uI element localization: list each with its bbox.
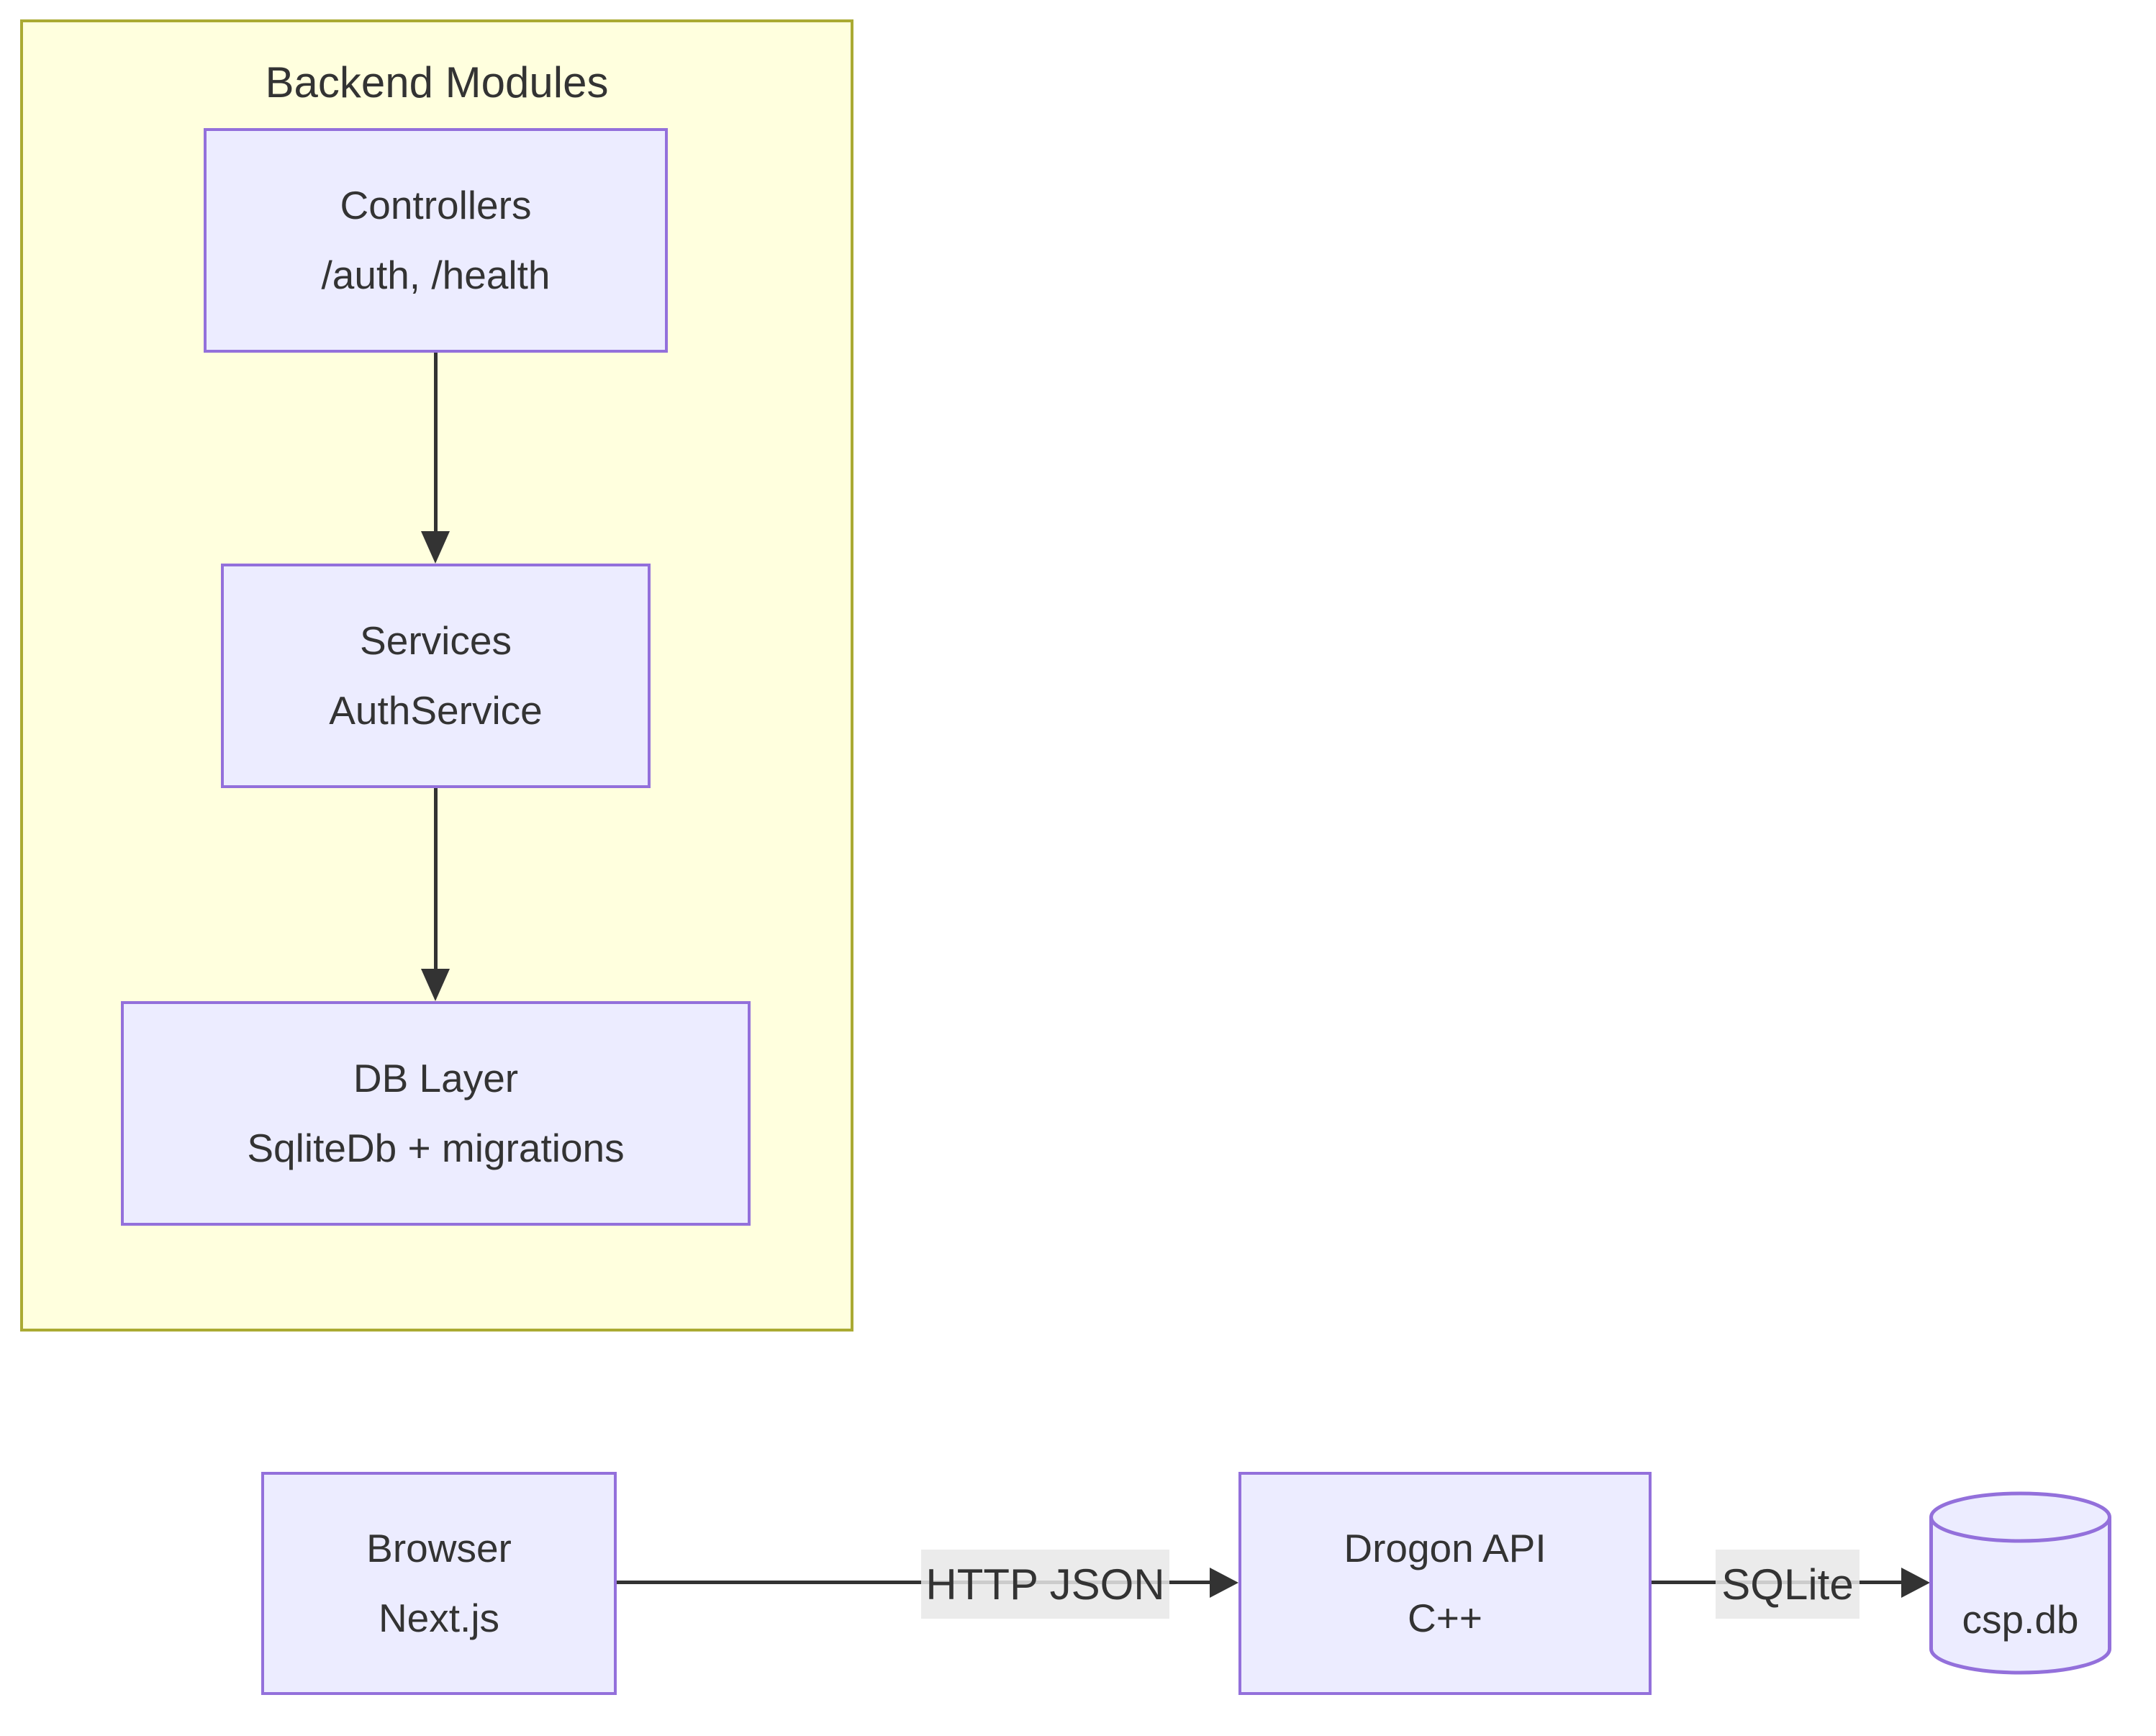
node-drogon-api: Drogon API C++ xyxy=(1238,1472,1652,1695)
cluster-title: Backend Modules xyxy=(265,58,609,107)
node-database xyxy=(1929,1491,2111,1675)
arrowhead-down-icon xyxy=(421,531,450,564)
edge-label-http-json: HTTP JSON xyxy=(921,1550,1169,1619)
arrowhead-right-icon xyxy=(1210,1568,1238,1598)
database-cylinder-icon xyxy=(1929,1491,2111,1675)
node-db-layer-line1: DB Layer xyxy=(353,1056,519,1100)
node-controllers: Controllers /auth, /health xyxy=(204,128,668,353)
node-services-line2: AuthService xyxy=(329,688,543,733)
edge-controllers-to-services xyxy=(434,353,438,533)
node-controllers-line1: Controllers xyxy=(340,183,532,227)
node-browser: Browser Next.js xyxy=(261,1472,617,1695)
node-services: Services AuthService xyxy=(221,564,651,788)
node-db-layer-line2: SqliteDb + migrations xyxy=(247,1126,625,1170)
node-browser-line2: Next.js xyxy=(378,1596,500,1640)
node-drogon-api-line2: C++ xyxy=(1408,1596,1482,1640)
node-services-line1: Services xyxy=(360,618,512,663)
edge-browser-to-drogon xyxy=(617,1581,1210,1584)
node-db-layer: DB Layer SqliteDb + migrations xyxy=(121,1001,751,1226)
node-browser-line1: Browser xyxy=(366,1526,512,1570)
edge-label-sqlite: SQLite xyxy=(1716,1550,1860,1619)
node-database-label: csp.db xyxy=(1962,1597,2079,1642)
node-drogon-api-line1: Drogon API xyxy=(1344,1526,1546,1570)
arrowhead-right-icon xyxy=(1901,1568,1930,1598)
node-controllers-line2: /auth, /health xyxy=(321,253,551,297)
edge-services-to-dblayer xyxy=(434,788,438,969)
arrowhead-down-icon xyxy=(421,969,450,1001)
